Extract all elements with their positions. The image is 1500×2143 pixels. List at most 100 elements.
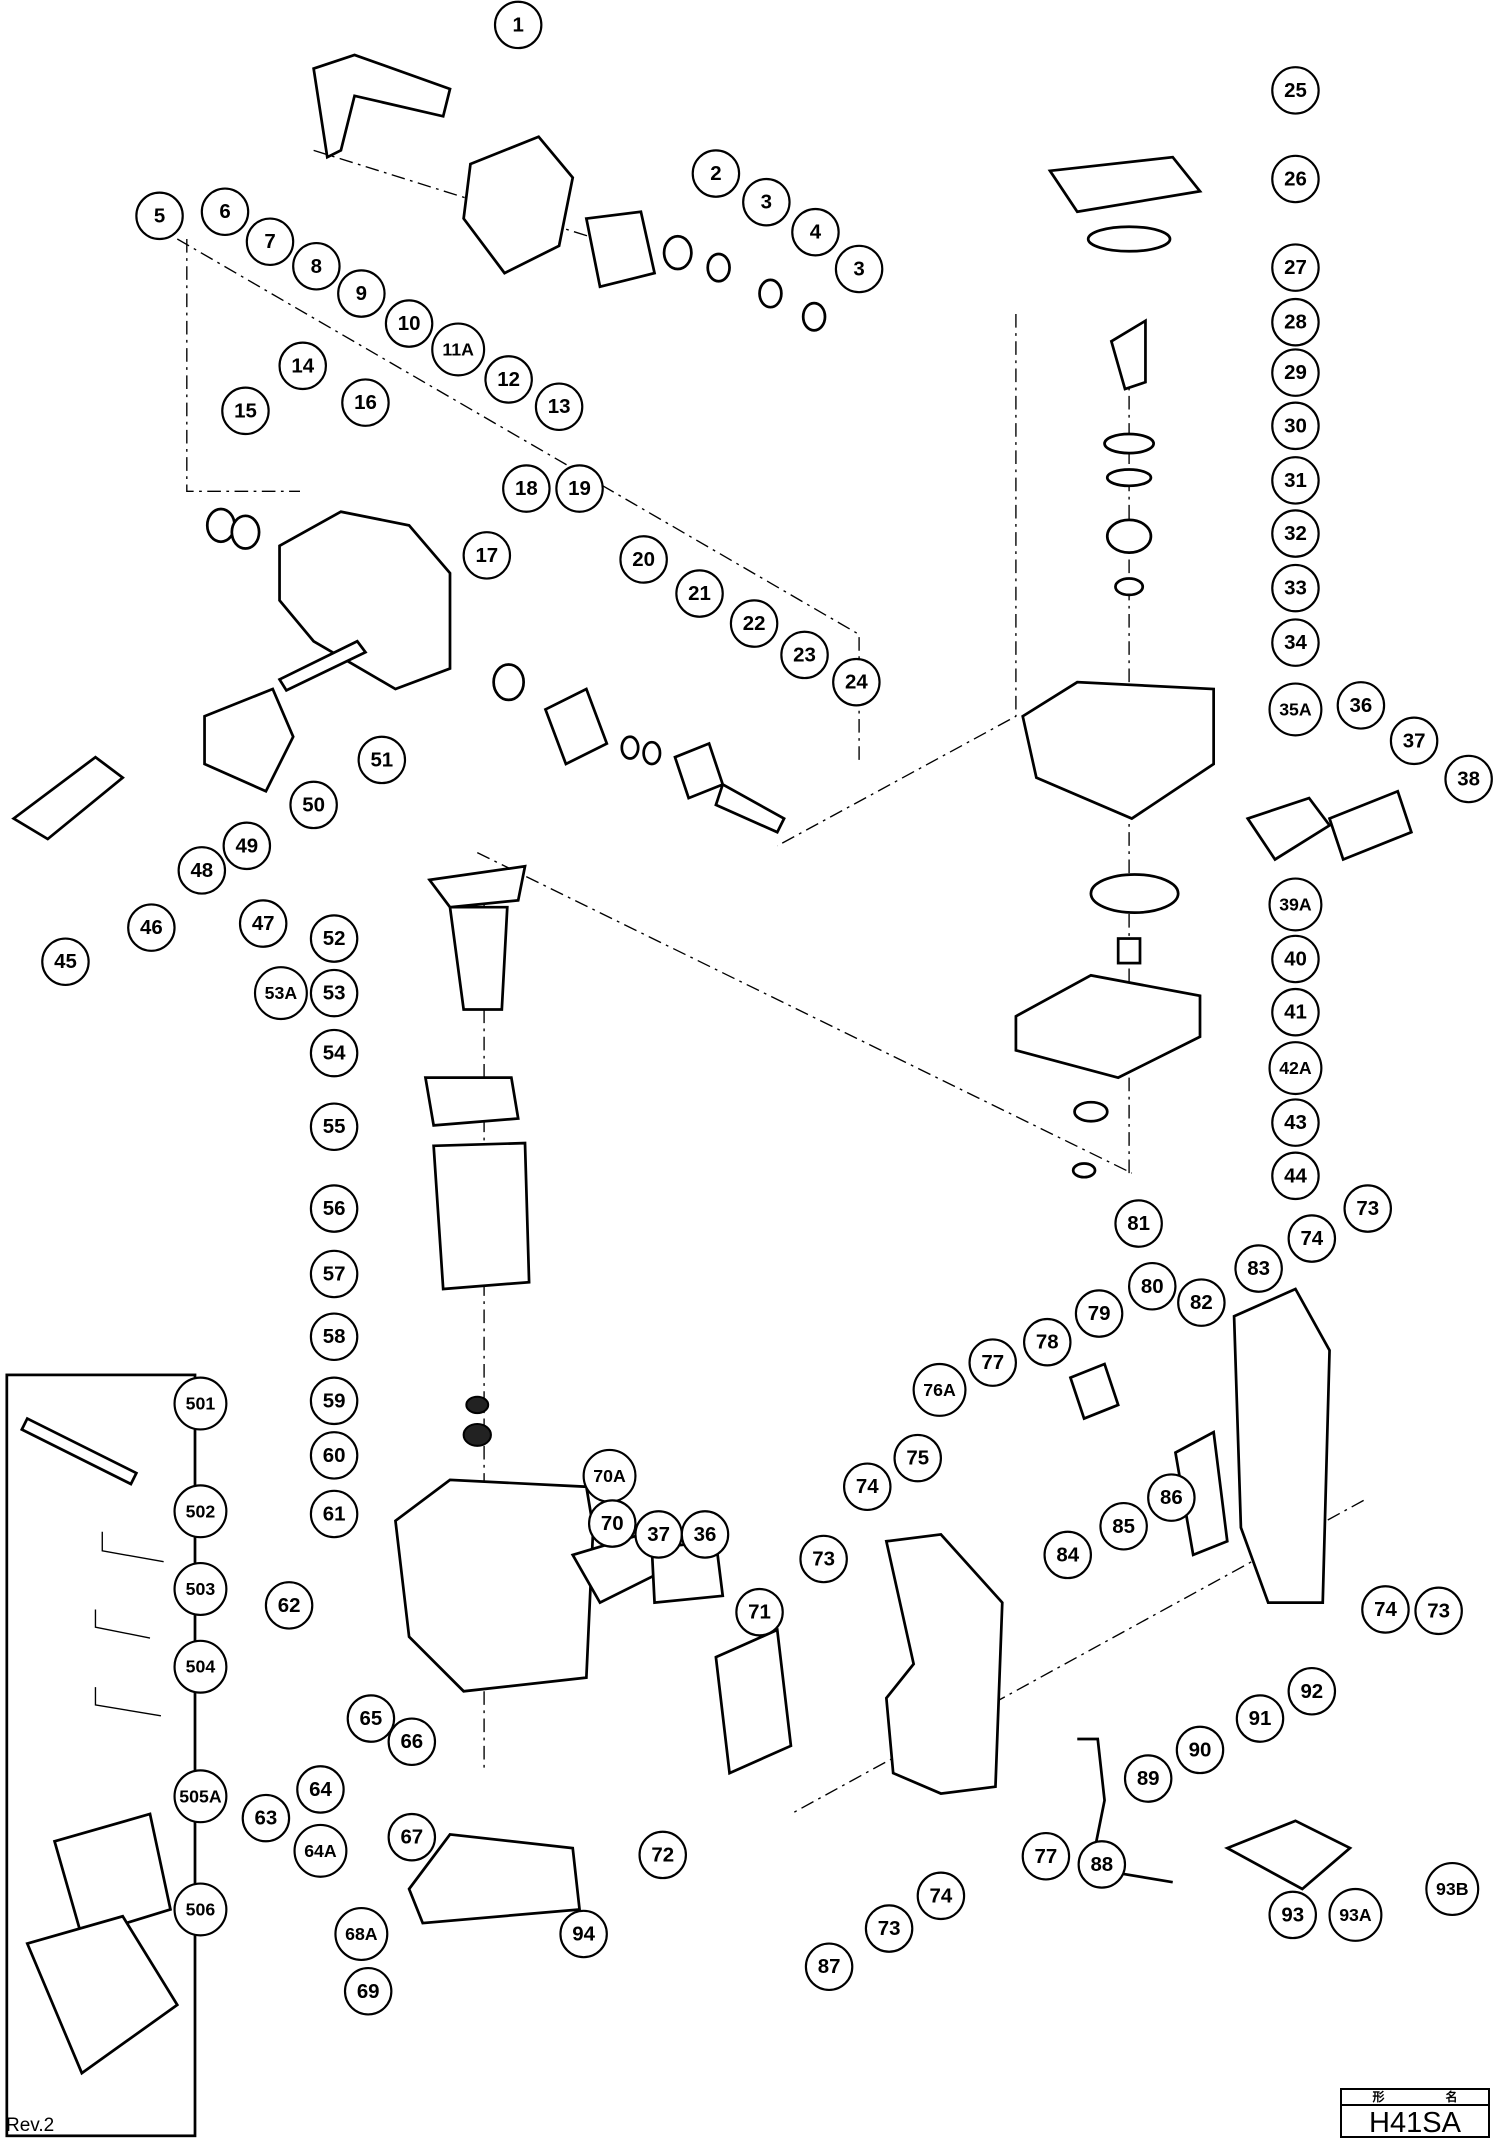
callout-circle: [1336, 681, 1386, 730]
callout-label: 8: [311, 255, 322, 278]
callout-label: 17: [475, 544, 498, 567]
part-shapes: [11, 53, 1414, 2076]
callout-label: 27: [1284, 256, 1307, 279]
callout-label: 65: [360, 1707, 383, 1730]
callout-circle: [309, 1184, 359, 1233]
callout-label: 77: [1035, 1845, 1058, 1868]
callout-77: 77: [1021, 1831, 1071, 1881]
callout-circle: [343, 1966, 393, 2016]
callout-circle: [238, 899, 288, 948]
callout-circle: [1287, 1214, 1337, 1263]
callout-circle: [1271, 987, 1320, 1037]
callout-77: 77: [968, 1338, 1017, 1387]
callout-circle: [1287, 1666, 1337, 1716]
callout-circle: [387, 1717, 437, 1766]
callout-label: 505A: [179, 1786, 222, 1806]
callout-78: 78: [1023, 1317, 1072, 1367]
callout-12: 12: [484, 355, 533, 404]
callout-circle: [1389, 716, 1439, 766]
callout-5: 5: [135, 191, 184, 241]
callout-label: 51: [370, 748, 393, 771]
callout-31: 31: [1271, 456, 1320, 505]
callout-circle: [1077, 1840, 1127, 1889]
callout-label: 52: [323, 927, 346, 950]
callout-label: 49: [235, 834, 258, 857]
callout-circle: [1444, 754, 1493, 804]
callout-circle: [832, 657, 881, 707]
callout-label: 44: [1284, 1164, 1307, 1187]
callout-circle: [245, 217, 295, 266]
callout-label: 83: [1247, 1257, 1270, 1280]
callout-53: 53: [309, 968, 359, 1018]
callout-label: 45: [54, 950, 77, 973]
callout-label: 87: [818, 1955, 841, 1978]
oil-plug: [1109, 318, 1147, 391]
callout-label: 47: [252, 912, 275, 935]
callout-label: 70A: [593, 1466, 626, 1486]
callout-70A: 70A: [582, 1448, 637, 1503]
callout-circle: [1361, 1585, 1410, 1634]
callout-circle: [493, 0, 543, 50]
callout-4: 4: [791, 207, 840, 257]
callout-circle: [799, 1534, 848, 1584]
callout-circle: [1023, 1317, 1072, 1367]
callout-label: 53: [323, 982, 346, 1005]
callout-label: 60: [323, 1444, 346, 1467]
callout-49: 49: [222, 821, 272, 871]
callout-circle: [729, 599, 779, 648]
callout-label: 79: [1088, 1302, 1111, 1325]
callout-circle: [843, 1462, 892, 1511]
callout-25: 25: [1271, 66, 1320, 115]
callout-label: 15: [234, 399, 257, 422]
callout-label: 59: [323, 1389, 346, 1412]
callout-circle: [742, 177, 791, 227]
callout-label: 64A: [304, 1841, 337, 1861]
callout-28: 28: [1271, 297, 1320, 347]
callout-label: 3: [761, 191, 772, 214]
callout-circle: [334, 1906, 389, 1961]
armature: [427, 864, 527, 1011]
callout-73: 73: [1343, 1184, 1392, 1233]
callout-circle: [1268, 1890, 1317, 1940]
connecting-rod: [673, 741, 786, 834]
fan-guide: [423, 1076, 520, 1127]
callout-label: 13: [548, 395, 571, 418]
callout-label: 36: [694, 1523, 717, 1546]
callout-label: 42A: [1279, 1058, 1312, 1078]
callout-502: 502: [173, 1484, 228, 1539]
callout-label: 73: [812, 1548, 835, 1571]
callout-93: 93: [1268, 1890, 1317, 1940]
callout-47: 47: [238, 899, 288, 948]
callout-circle: [1414, 1586, 1463, 1636]
callout-51: 51: [357, 735, 407, 785]
callout-label: 76A: [923, 1380, 956, 1400]
callout-circle: [293, 1823, 348, 1878]
callout-circle: [292, 241, 341, 291]
callout-label: 63: [255, 1807, 278, 1830]
callout-circle: [127, 903, 176, 952]
callout-circle: [309, 1376, 359, 1426]
callout-3: 3: [834, 244, 884, 294]
callout-label: 501: [186, 1394, 216, 1414]
callout-circle: [41, 937, 90, 986]
callout-11A: 11A: [431, 322, 486, 377]
callout-circle: [804, 1942, 854, 1991]
callout-88: 88: [1077, 1840, 1127, 1889]
callout-label: 88: [1090, 1853, 1113, 1876]
callout-504: 504: [173, 1639, 228, 1694]
callout-circle: [278, 341, 327, 391]
callout-74: 74: [843, 1462, 892, 1511]
callout-44: 44: [1271, 1151, 1320, 1201]
callout-label: 57: [323, 1263, 346, 1286]
callout-circle: [309, 1249, 359, 1299]
callout-91: 91: [1235, 1694, 1285, 1743]
callout-34: 34: [1271, 618, 1320, 667]
callout-label: 74: [856, 1475, 879, 1498]
callout-label: 2: [710, 162, 721, 185]
callout-label: 9: [356, 282, 367, 305]
callout-93B: 93B: [1425, 1861, 1480, 1916]
callout-29: 29: [1271, 348, 1320, 397]
callout-26: 26: [1271, 154, 1320, 204]
callout-circle: [916, 1871, 966, 1921]
callout-label: 75: [906, 1447, 929, 1470]
